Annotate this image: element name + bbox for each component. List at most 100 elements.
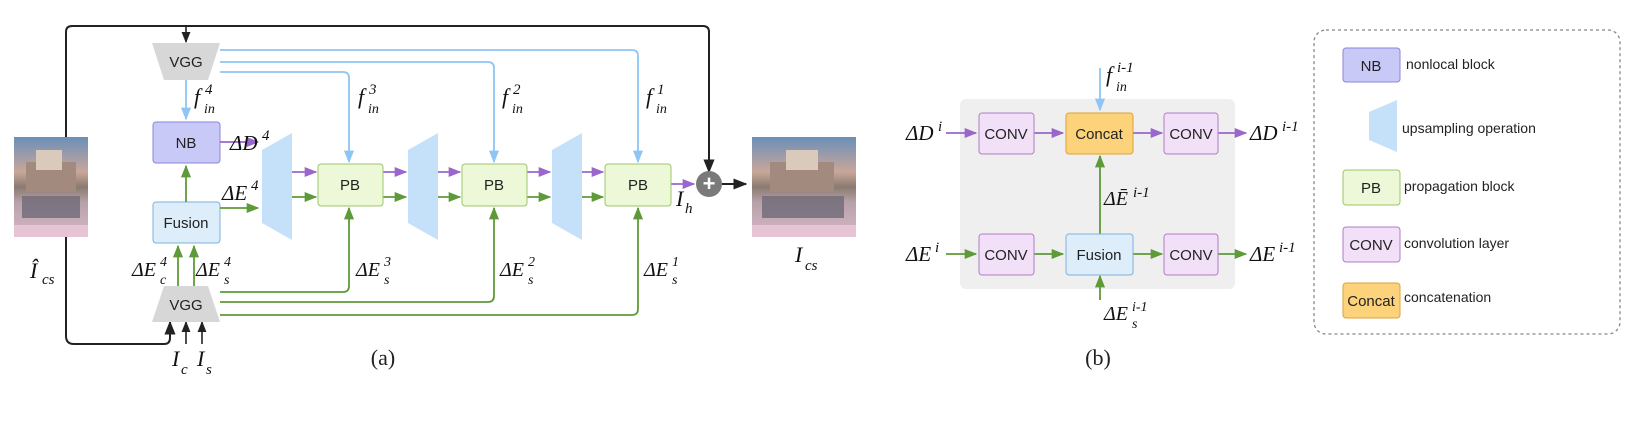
input-image-label: Î [29, 258, 39, 283]
f1-label: f 1 in [646, 82, 667, 117]
output-image-label: I [794, 242, 804, 267]
delta-ec4-label: ΔE 4 c [131, 255, 167, 288]
svg-text:ΔĒ: ΔĒ [1103, 188, 1128, 210]
svg-text:4: 4 [160, 255, 167, 270]
svg-text:ΔD: ΔD [229, 131, 258, 155]
fusion-label: Fusion [163, 215, 208, 232]
panel-b: CONV Concat CONV CONV Fusion CONV f i-1 … [905, 60, 1299, 370]
upsample-2 [408, 133, 438, 240]
delta-es1-label: ΔE 1 s [643, 255, 679, 288]
conv-label-bl: CONV [984, 247, 1027, 264]
svg-text:I: I [196, 346, 206, 371]
conv-label-tl: CONV [984, 126, 1027, 143]
svg-text:1: 1 [672, 255, 679, 270]
legend-nb-text: nonlocal block [1406, 56, 1496, 72]
caption-a: (a) [371, 345, 395, 370]
delta-di1-label: ΔD i-1 [1249, 119, 1299, 145]
svg-text:ΔE: ΔE [643, 259, 668, 281]
delta-es4-label: ΔE 4 s [195, 255, 231, 288]
legend-concat-text: concatenation [1404, 289, 1491, 305]
concat-label: Concat [1075, 126, 1123, 143]
svg-text:ΔE: ΔE [905, 242, 931, 266]
svg-text:I: I [675, 186, 685, 211]
concat-block [1065, 112, 1134, 155]
svg-text:4: 4 [205, 82, 213, 98]
f4-label: f 4 in [194, 82, 215, 117]
svg-text:c: c [160, 273, 167, 288]
delta-ei-label: ΔE i [905, 240, 939, 266]
upsample-3 [552, 133, 582, 240]
svg-text:s: s [528, 273, 534, 288]
svg-text:ΔD: ΔD [905, 121, 934, 145]
pb-block-2 [461, 163, 528, 207]
svg-text:ΔE: ΔE [355, 259, 380, 281]
svg-text:2: 2 [528, 255, 535, 270]
conv-block-top-right [1163, 112, 1219, 155]
svg-text:4: 4 [262, 128, 270, 144]
output-image [752, 137, 856, 237]
svg-text:i-1: i-1 [1279, 240, 1296, 256]
svg-text:I: I [171, 346, 181, 371]
svg-text:4: 4 [224, 255, 231, 270]
plus-icon: + [703, 171, 716, 196]
conv-label-tr: CONV [1169, 126, 1212, 143]
legend-conv-text: convolution layer [1404, 235, 1509, 251]
pb-label-1: PB [340, 177, 360, 194]
pb-block-3 [604, 163, 672, 207]
svg-text:4: 4 [251, 178, 259, 194]
f3-label: f 3 in [358, 82, 379, 117]
legend-conv-key: CONV [1349, 237, 1392, 254]
legend-concat-swatch [1342, 282, 1401, 319]
es3-arrow [220, 206, 355, 293]
delta-es-b-label: ΔE i-1 s [1103, 300, 1148, 332]
svg-text:3: 3 [383, 255, 391, 270]
legend-border [1313, 29, 1621, 335]
legend-upsample-text: upsampling operation [1402, 120, 1536, 136]
legend-upsample-swatch [1369, 100, 1397, 152]
delta-es3-label: ΔE 3 s [355, 255, 391, 288]
svg-text:i-1: i-1 [1132, 300, 1148, 315]
svg-text:ΔE: ΔE [1249, 242, 1275, 266]
svg-text:s: s [384, 273, 390, 288]
svg-text:i-1: i-1 [1282, 119, 1299, 135]
svg-text:f: f [1106, 62, 1115, 87]
svg-text:h: h [685, 201, 693, 217]
f1-arrow [220, 49, 644, 164]
legend-pb-swatch [1342, 169, 1401, 206]
pb-block-1 [317, 163, 384, 207]
svg-text:c: c [181, 362, 188, 378]
ih-label: I h [675, 186, 693, 217]
panel-a: Î cs I cs VGG VGG NB [14, 25, 856, 378]
is-label: I s [196, 346, 212, 378]
caption-b: (b) [1085, 345, 1111, 370]
conv-block-bottom-left [978, 233, 1035, 276]
f3-arrow [220, 71, 355, 164]
input-image-sub: cs [42, 272, 55, 288]
svg-text:ΔE: ΔE [1103, 303, 1128, 325]
delta-di-label: ΔD i [905, 119, 942, 145]
es2-arrow [220, 206, 500, 303]
svg-text:3: 3 [368, 82, 377, 98]
legend-nb-swatch [1342, 47, 1401, 83]
svg-text:i-1: i-1 [1117, 60, 1134, 76]
add-node [696, 171, 722, 197]
vgg-top [152, 43, 220, 80]
conv-block-bottom-right [1163, 233, 1219, 276]
vgg-top-label: VGG [169, 54, 202, 71]
es1-arrow [220, 206, 644, 316]
svg-text:i: i [935, 240, 939, 256]
svg-text:ΔE: ΔE [131, 259, 156, 281]
vgg-bottom [152, 286, 220, 322]
svg-text:in: in [204, 102, 215, 117]
svg-text:f: f [358, 84, 367, 109]
svg-text:in: in [512, 102, 523, 117]
legend: NB nonlocal block upsampling operation P… [1313, 29, 1621, 335]
vgg-bottom-label: VGG [169, 297, 202, 314]
f2-arrow [220, 61, 500, 164]
legend-pb-key: PB [1361, 180, 1381, 197]
fusion-label-b: Fusion [1076, 247, 1121, 264]
svg-text:s: s [1132, 317, 1138, 332]
svg-text:f: f [502, 84, 511, 109]
nb-label: NB [176, 135, 197, 152]
